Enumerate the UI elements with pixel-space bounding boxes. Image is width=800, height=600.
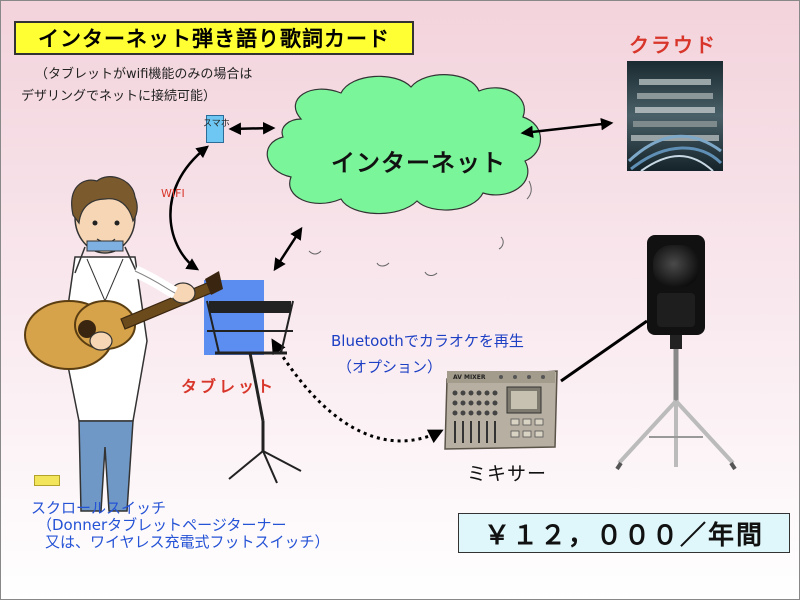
scroll-switch-line-3: 又は、ワイヤレス充電式フットスイッチ） — [45, 533, 330, 551]
phone-internet-arrow — [228, 121, 276, 136]
scroll-switch-note: スクロールスイッチ （Donnerタブレットページターナー 又は、ワイヤレス充電… — [31, 500, 330, 551]
diagram-title: インターネット弾き語り歌詞カード — [14, 21, 414, 55]
bluetooth-note-line-1: Bluetoothでカラオケを再生 — [331, 332, 524, 350]
tethering-note-line-2: デザリングでネットに接続可能） — [21, 89, 217, 104]
speaker — [615, 235, 737, 471]
smartphone-icon — [206, 115, 224, 143]
mixer-brand-label: AV MIXER — [453, 374, 486, 381]
mixer-icon — [444, 370, 558, 450]
mixer-speaker-cable — [560, 319, 648, 383]
server-rack-image — [627, 61, 723, 172]
tablet-label: タブレット — [181, 377, 277, 396]
phone-label: スマホ — [203, 119, 230, 129]
tethering-note-line-1: （タブレットがwifi機能のみの場合は — [35, 67, 253, 82]
foot-switch-icon — [34, 475, 60, 486]
bluetooth-arrow — [271, 338, 444, 444]
scroll-switch-line-1: スクロールスイッチ — [31, 499, 167, 517]
cloud-service-label: クラウド — [629, 33, 717, 57]
internet-label: インターネット — [331, 149, 506, 177]
internet-cloud-arrow — [520, 117, 614, 139]
scroll-switch-line-2: （Donnerタブレットページターナー — [37, 516, 287, 534]
tablet-internet-arrow — [273, 226, 303, 272]
tethering-note: （タブレットがwifi機能のみの場合は デザリングでネットに接続可能） — [21, 64, 253, 108]
mixer-label: ミキサー — [467, 463, 548, 485]
bluetooth-note: Bluetoothでカラオケを再生 （オプション） — [331, 328, 524, 380]
price-label: ￥１２，０００／年間 — [458, 513, 790, 553]
internet-cloud — [266, 74, 541, 276]
wifi-arrow — [169, 145, 209, 271]
guitarist-figure — [24, 176, 223, 512]
wifi-label: WIFI — [161, 187, 185, 200]
bluetooth-note-line-2: （オプション） — [337, 358, 443, 376]
